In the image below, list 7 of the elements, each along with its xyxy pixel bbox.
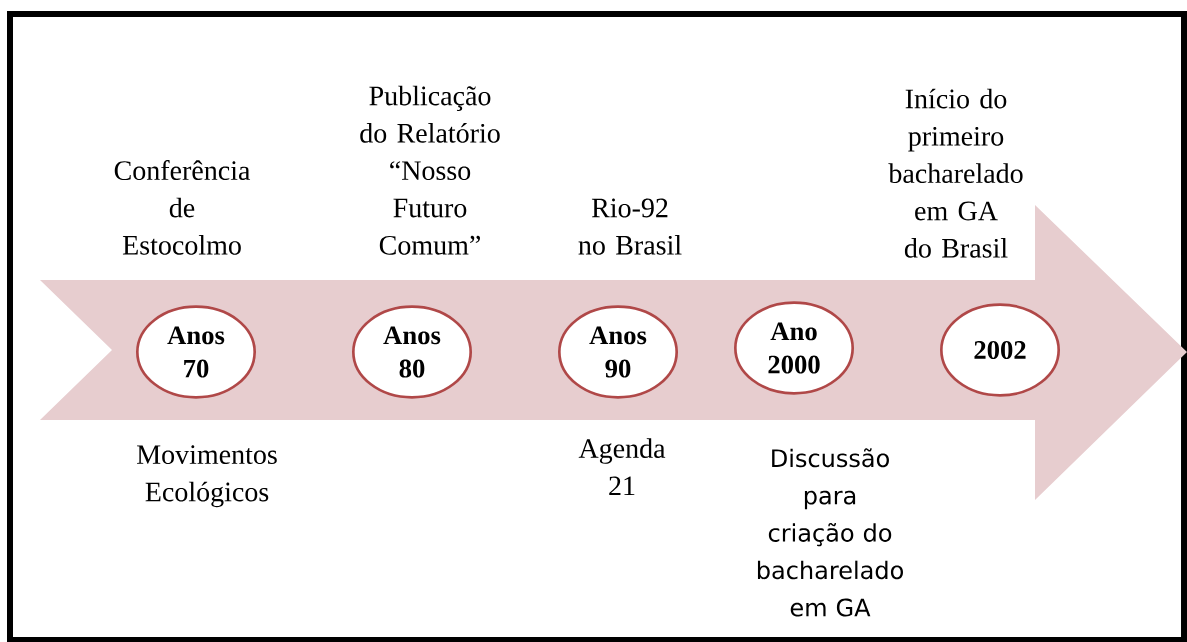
event-text: Agenda 21 [578,438,666,496]
event-text: Discussão para criação do bacharelado em GA [757,448,903,617]
event-text: Publicação do Relatório “Nosso Futuro Comum” [360,85,500,255]
event-text: Rio-92 no Brasil [578,198,682,255]
event-text: Movimentos Ecológicos [137,445,277,508]
event-text: Conferência de Estocolmo [114,160,251,255]
event-text: Início do primeiro bacharelado em GA do Brasil [888,88,1023,258]
